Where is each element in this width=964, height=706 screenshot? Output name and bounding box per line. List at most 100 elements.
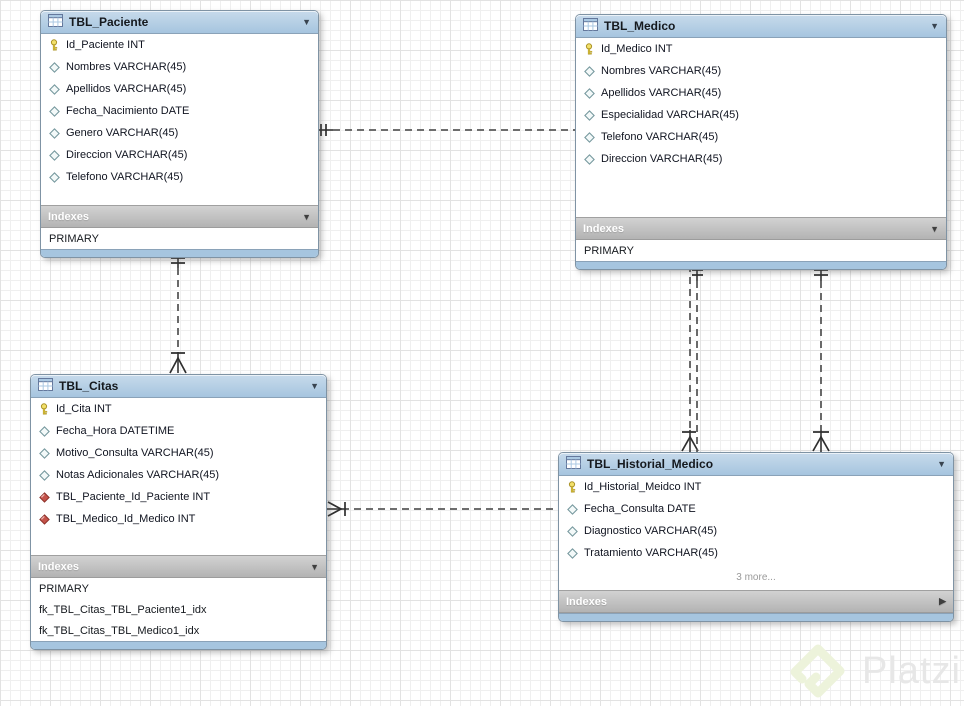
table-column-row[interactable]: Telefono VARCHAR(45) [576, 126, 946, 148]
table-icon [48, 14, 63, 30]
table-tbl-historial-medico[interactable]: TBL_Historial_Medico ▼ Id_Historial_Meid… [558, 452, 954, 622]
column-label: Direccion VARCHAR(45) [601, 153, 723, 165]
table-header[interactable]: TBL_Citas ▼ [31, 375, 326, 398]
foreign-key-diamond-icon [38, 491, 50, 503]
column-label: Nombres VARCHAR(45) [601, 65, 722, 77]
column-diamond-icon [583, 109, 595, 121]
one-marker [814, 269, 828, 276]
column-label: Notas Adicionales VARCHAR(45) [56, 469, 220, 481]
relationship-paciente-historial[interactable] [318, 124, 699, 452]
column-label: TBL_Medico_Id_Medico INT [56, 513, 196, 525]
table-header[interactable]: TBL_Paciente ▼ [41, 11, 318, 34]
table-header[interactable]: TBL_Medico ▼ [576, 15, 946, 38]
indexes-bar[interactable]: Indexes ▼ [41, 205, 318, 228]
column-diamond-icon [566, 547, 578, 559]
relationship-paciente-citas[interactable] [169, 252, 187, 374]
column-label: Id_Cita INT [56, 403, 112, 415]
column-diamond-icon [566, 525, 578, 537]
index-row[interactable]: PRIMARY [584, 244, 634, 257]
table-column-row[interactable]: Motivo_Consulta VARCHAR(45) [31, 442, 326, 464]
column-diamond-icon [48, 83, 60, 95]
indexes-bar[interactable]: Indexes ▼ [576, 217, 946, 240]
table-column-row[interactable]: Diagnostico VARCHAR(45) [559, 520, 953, 542]
column-label: Fecha_Consulta DATE [584, 503, 696, 515]
column-label: TBL_Paciente_Id_Paciente INT [56, 491, 211, 503]
platzi-logo-icon [790, 644, 845, 698]
table-column-row[interactable]: TBL_Paciente_Id_Paciente INT [31, 486, 326, 508]
column-diamond-icon [583, 65, 595, 77]
index-row[interactable]: PRIMARY [39, 582, 89, 595]
table-column-row[interactable]: Apellidos VARCHAR(45) [576, 82, 946, 104]
table-column-row[interactable]: Tratamiento VARCHAR(45) [559, 542, 953, 564]
table-column-row[interactable]: Id_Cita INT [31, 398, 326, 420]
collapse-arrow-icon[interactable]: ▼ [930, 21, 939, 31]
collapse-arrow-icon[interactable]: ▼ [310, 381, 319, 391]
indexes-collapse-arrow-icon[interactable]: ▼ [310, 561, 319, 572]
table-column-row[interactable]: Telefono VARCHAR(45) [41, 166, 318, 188]
table-column-row[interactable]: Direccion VARCHAR(45) [41, 144, 318, 166]
column-diamond-icon [48, 149, 60, 161]
column-label: Apellidos VARCHAR(45) [66, 83, 187, 95]
table-column-row[interactable]: Fecha_Consulta DATE [559, 498, 953, 520]
table-tbl-medico[interactable]: TBL_Medico ▼ Id_Medico INT Nombres VARCHA… [575, 14, 947, 270]
more-columns-link[interactable]: 3 more... [736, 571, 776, 583]
indexes-collapse-arrow-icon[interactable]: ▼ [930, 223, 939, 234]
table-icon [583, 18, 598, 34]
table-title: TBL_Medico [604, 19, 676, 33]
table-column-row[interactable]: Nombres VARCHAR(45) [41, 56, 318, 78]
primary-key-icon [38, 403, 50, 415]
column-label: Id_Historial_Meidco INT [584, 481, 702, 493]
crow-foot-many-marker [169, 352, 187, 374]
indexes-label: Indexes [38, 560, 79, 573]
crow-foot-many-marker [812, 431, 830, 452]
watermark: Platzi [782, 636, 961, 706]
table-column-row[interactable]: Especialidad VARCHAR(45) [576, 104, 946, 126]
column-label: Telefono VARCHAR(45) [601, 131, 719, 143]
table-column-row[interactable]: Notas Adicionales VARCHAR(45) [31, 464, 326, 486]
table-icon [38, 378, 53, 394]
column-diamond-icon [583, 87, 595, 99]
crow-foot-many-marker [681, 431, 699, 452]
column-label: Diagnostico VARCHAR(45) [584, 525, 718, 537]
table-column-row[interactable]: Fecha_Hora DATETIME [31, 420, 326, 442]
table-title: TBL_Paciente [69, 15, 149, 29]
relationship-medico-historial[interactable] [812, 264, 830, 452]
indexes-label: Indexes [48, 210, 89, 223]
column-label: Apellidos VARCHAR(45) [601, 87, 722, 99]
table-column-row[interactable]: TBL_Medico_Id_Medico INT [31, 508, 326, 530]
column-label: Nombres VARCHAR(45) [66, 61, 187, 73]
table-footer [31, 641, 326, 649]
table-column-row[interactable]: Id_Medico INT [576, 38, 946, 60]
column-label: Telefono VARCHAR(45) [66, 171, 184, 183]
table-column-row[interactable]: Direccion VARCHAR(45) [576, 148, 946, 170]
table-tbl-citas[interactable]: TBL_Citas ▼ Id_Cita INT Fecha_Hora DATETI… [30, 374, 327, 650]
table-column-row[interactable]: Genero VARCHAR(45) [41, 122, 318, 144]
indexes-collapse-arrow-icon[interactable]: ▶ [939, 596, 946, 606]
table-title: TBL_Historial_Medico [587, 457, 714, 471]
index-row[interactable]: fk_TBL_Citas_TBL_Medico1_idx [39, 624, 200, 637]
column-diamond-icon [48, 127, 60, 139]
indexes-bar[interactable]: Indexes ▶ [559, 590, 953, 613]
watermark-brand-text: Platzi [862, 649, 961, 692]
column-label: Genero VARCHAR(45) [66, 127, 179, 139]
index-row[interactable]: fk_TBL_Citas_TBL_Paciente1_idx [39, 603, 207, 616]
table-tbl-paciente[interactable]: TBL_Paciente ▼ Id_Paciente INT Nombres VA… [40, 10, 319, 258]
table-column-row[interactable]: Id_Paciente INT [41, 34, 318, 56]
index-row[interactable]: PRIMARY [49, 232, 99, 245]
table-column-row[interactable]: Apellidos VARCHAR(45) [41, 78, 318, 100]
indexes-label: Indexes [583, 222, 624, 235]
collapse-arrow-icon[interactable]: ▼ [302, 17, 311, 27]
table-column-row[interactable]: Id_Historial_Meidco INT [559, 476, 953, 498]
one-marker [692, 269, 703, 276]
indexes-bar[interactable]: Indexes ▼ [31, 555, 326, 578]
table-column-row[interactable]: Nombres VARCHAR(45) [576, 60, 946, 82]
collapse-arrow-icon[interactable]: ▼ [937, 459, 946, 469]
column-diamond-icon [583, 131, 595, 143]
primary-key-icon [48, 39, 60, 51]
column-label: Motivo_Consulta VARCHAR(45) [56, 447, 214, 459]
indexes-collapse-arrow-icon[interactable]: ▼ [302, 211, 311, 222]
indexes-label: Indexes [566, 595, 607, 608]
column-label: Especialidad VARCHAR(45) [601, 109, 739, 121]
table-column-row[interactable]: Fecha_Nacimiento DATE [41, 100, 318, 122]
table-header[interactable]: TBL_Historial_Medico ▼ [559, 453, 953, 476]
